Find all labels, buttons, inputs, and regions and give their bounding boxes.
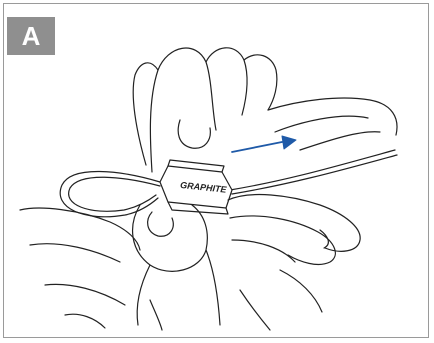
lock-device: GRAPHITE bbox=[160, 160, 232, 214]
lower-hand bbox=[133, 205, 208, 271]
cable-right bbox=[230, 150, 395, 190]
cable-loop bbox=[60, 171, 160, 216]
direction-arrow bbox=[232, 136, 296, 152]
upper-hand bbox=[150, 48, 216, 172]
